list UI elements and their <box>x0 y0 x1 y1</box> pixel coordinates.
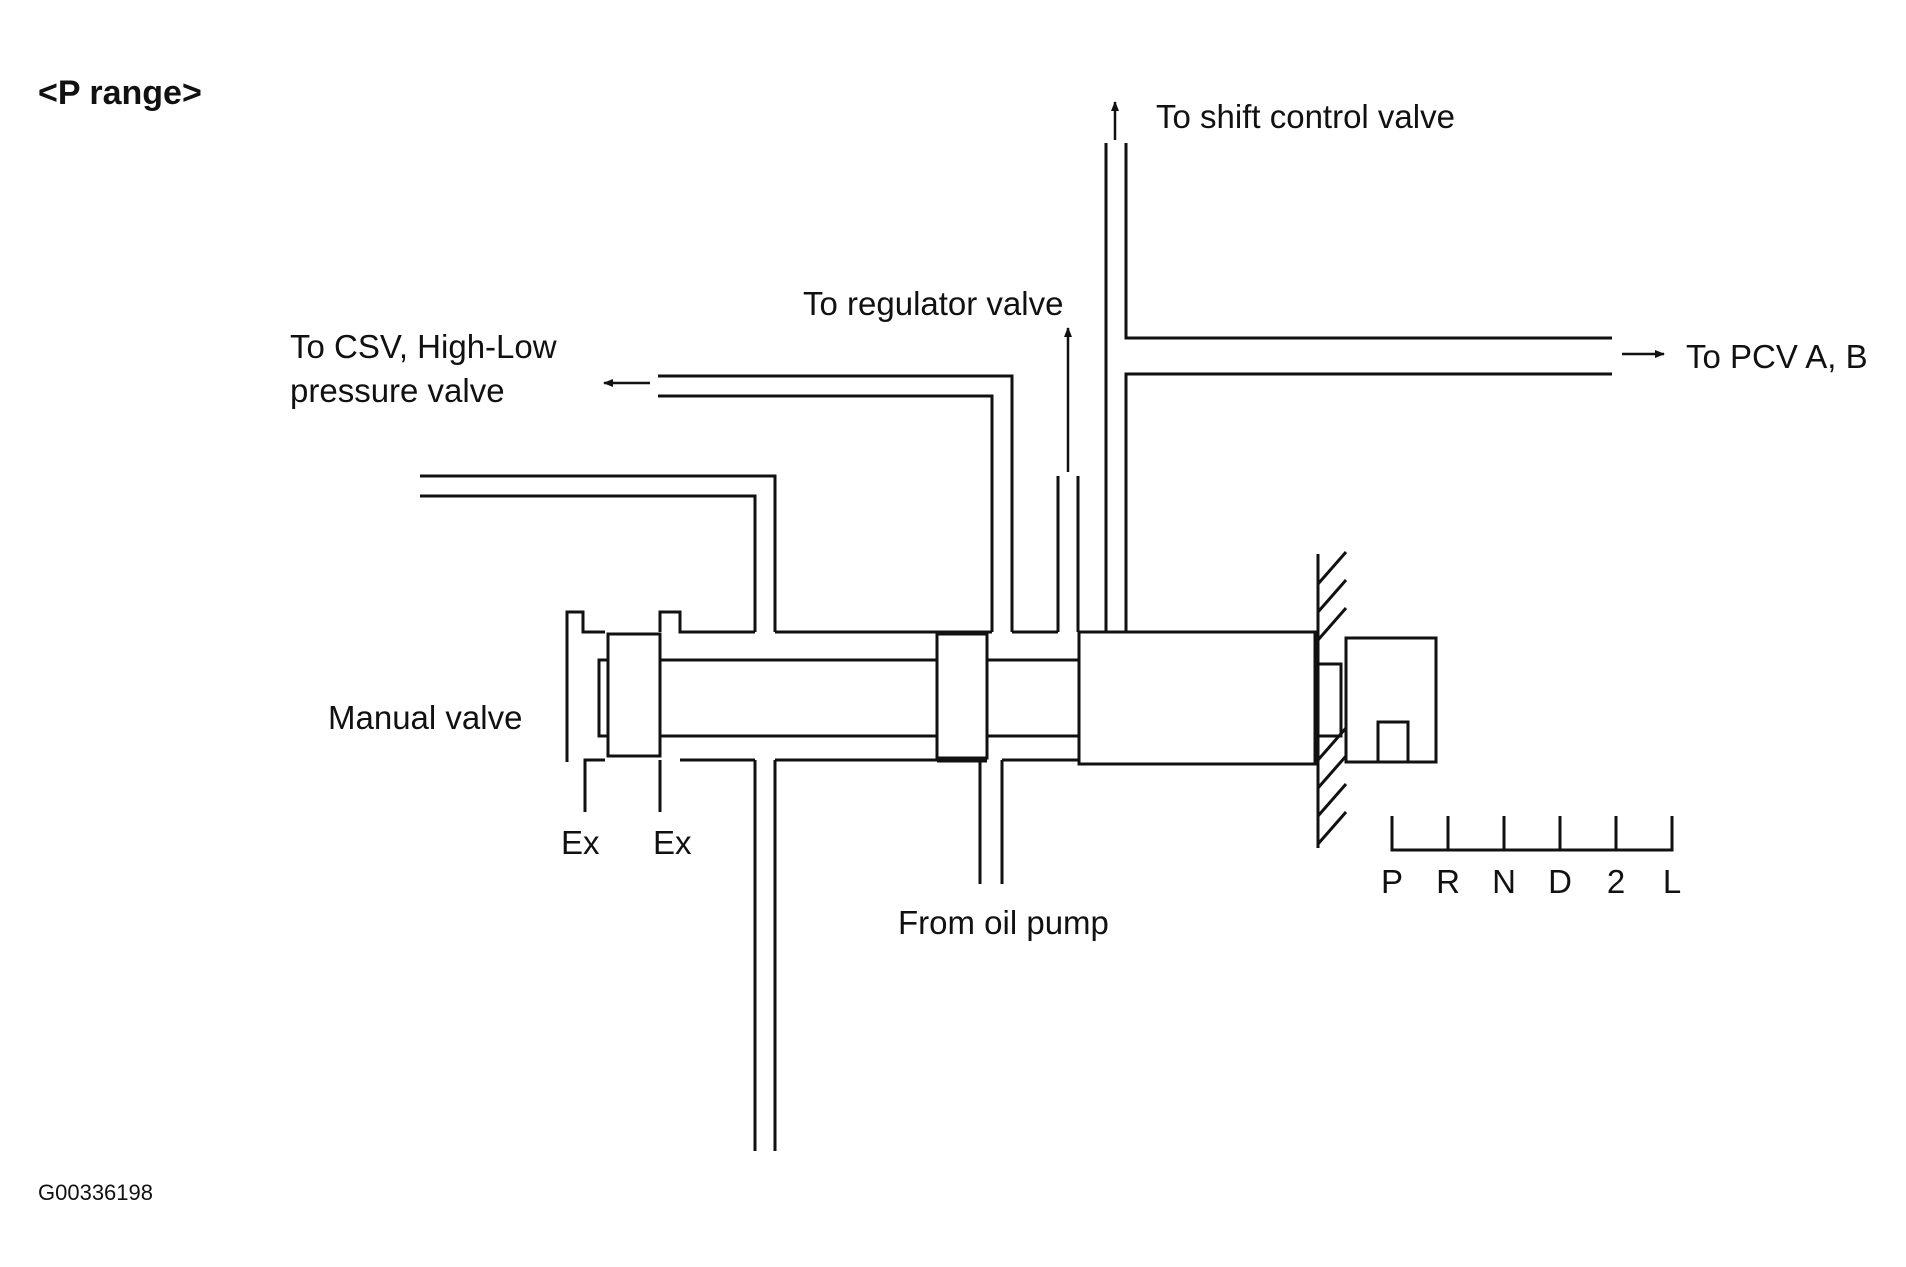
range-scale <box>1390 816 1674 852</box>
lower-passage <box>753 760 777 1151</box>
spool-stem-left <box>658 658 939 738</box>
housing-wall <box>1316 551 1348 848</box>
label-csv-line2: pressure valve <box>290 372 505 409</box>
range-label-2: 2 <box>1607 863 1625 900</box>
spool-head <box>1077 630 1317 766</box>
manual-valve-spool <box>597 630 1343 766</box>
valve-bore-bottom <box>583 758 1078 812</box>
label-ex-left: Ex <box>561 824 600 861</box>
regulator-passage <box>1056 476 1080 632</box>
label-shift-control-valve: To shift control valve <box>1156 98 1455 135</box>
range-label-r: R <box>1436 863 1460 900</box>
figure-id: G00336198 <box>38 1180 153 1205</box>
label-manual-valve: Manual valve <box>328 699 522 736</box>
label-from-oil-pump: From oil pump <box>898 904 1109 941</box>
range-label-d: D <box>1548 863 1572 900</box>
range-label-l: L <box>1663 863 1681 900</box>
range-label-n: N <box>1492 863 1516 900</box>
label-pcv: To PCV A, B <box>1686 338 1868 375</box>
valve-bore-top <box>565 610 1106 762</box>
spool-stem-right <box>985 658 1081 738</box>
upper-left-passage <box>420 474 777 632</box>
detent-block <box>1344 636 1438 764</box>
spool-center-land <box>935 632 989 760</box>
csv-passage <box>658 374 1014 632</box>
label-csv-line1: To CSV, High-Low <box>290 328 557 365</box>
shift-control-passage <box>1104 143 1612 632</box>
spool-end-land <box>606 632 662 758</box>
detent-slot <box>1376 720 1410 764</box>
range-label-p: P <box>1381 863 1403 900</box>
label-ex-right: Ex <box>653 824 692 861</box>
oil-pump-passage <box>978 760 1004 884</box>
label-regulator-valve: To regulator valve <box>803 285 1063 322</box>
diagram-title: <P range> <box>38 74 202 112</box>
spool-end-stub <box>597 658 610 738</box>
